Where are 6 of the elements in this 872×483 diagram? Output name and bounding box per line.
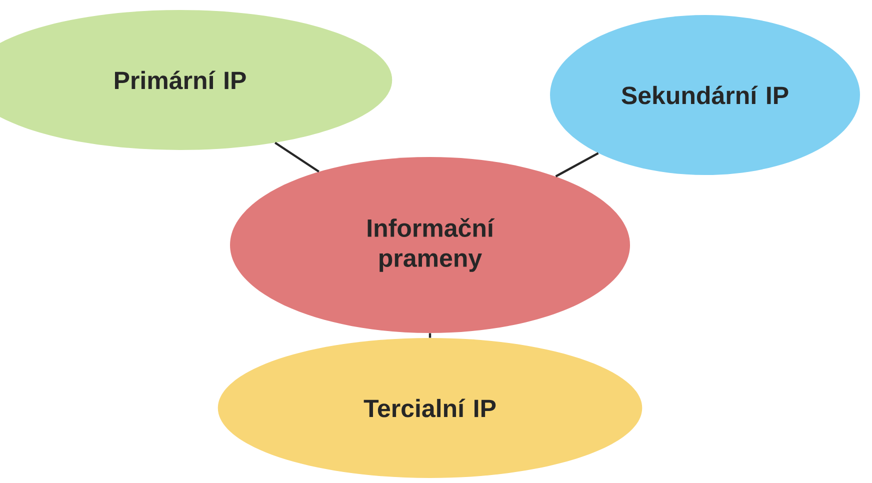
connector-line	[555, 152, 599, 178]
ellipse-node: Tercialní IP	[218, 338, 642, 478]
ellipse-node: Informační prameny	[230, 157, 630, 333]
ellipse-node: Sekundární IP	[550, 15, 860, 175]
connector-line	[274, 142, 320, 173]
connector-line	[428, 333, 432, 338]
